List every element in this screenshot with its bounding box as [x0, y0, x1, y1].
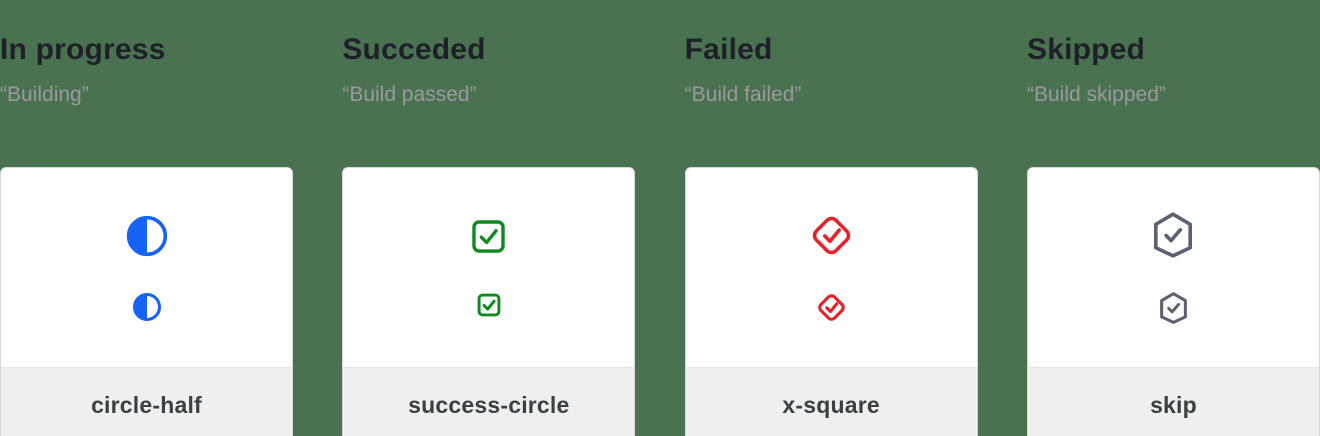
column-subtitle: “Building”	[0, 83, 89, 106]
column-subtitle: “Build passed”	[342, 83, 477, 106]
icon-card-footer: x-square	[685, 367, 977, 436]
column-succeded: Succeded “Build passed” succes	[342, 0, 636, 436]
circle-half-icon	[126, 215, 167, 256]
icon-name-label: circle-half	[91, 392, 202, 418]
check-square-icon	[472, 220, 506, 253]
check-square-icon	[477, 293, 501, 317]
column-subtitle: “Build skipped”	[1026, 83, 1166, 106]
icon-card: success-circle	[342, 167, 636, 436]
icon-card-footer: skip	[1027, 367, 1319, 436]
check-diamond-icon	[817, 293, 845, 321]
icon-card-footer: circle-half	[1, 367, 292, 436]
icon-card-footer: success-circle	[343, 367, 635, 436]
check-hexagon-icon	[1160, 291, 1187, 324]
icon-preview-area	[343, 168, 634, 367]
column-in-progress: In progress “Building” circle-	[0, 0, 293, 436]
icon-card: x-square	[684, 167, 978, 436]
check-hexagon-icon-large	[1152, 211, 1194, 258]
circle-half-icon-large	[125, 214, 169, 258]
icon-card: circle-half	[0, 167, 293, 436]
icon-preview-area	[686, 168, 977, 367]
icon-name-label: success-circle	[408, 392, 570, 418]
icon-card: skip	[1026, 167, 1320, 436]
circle-half-icon-small	[132, 292, 162, 322]
column-title: In progress	[0, 33, 166, 66]
icon-preview-area	[1, 168, 292, 367]
column-title: Succeded	[342, 33, 486, 66]
circle-half-icon	[132, 292, 161, 321]
check-hexagon-icon	[1154, 211, 1193, 258]
check-diamond-icon	[812, 216, 850, 254]
check-hexagon-icon-small	[1159, 291, 1188, 324]
check-diamond-icon-large	[809, 213, 854, 258]
column-subtitle: “Build failed”	[684, 83, 802, 106]
check-square-icon-small	[475, 291, 503, 319]
icon-preview-area	[1028, 168, 1319, 367]
column-skipped: Skipped “Build skipped” skip	[1026, 0, 1320, 436]
icon-name-label: skip	[1150, 392, 1197, 418]
column-title: Skipped	[1026, 33, 1146, 66]
check-square-icon-large	[468, 216, 509, 257]
column-failed: Failed “Build failed” x-square	[684, 0, 978, 436]
icon-name-label: x-square	[782, 392, 880, 418]
column-title: Failed	[684, 33, 773, 66]
check-diamond-icon-small	[816, 292, 847, 323]
